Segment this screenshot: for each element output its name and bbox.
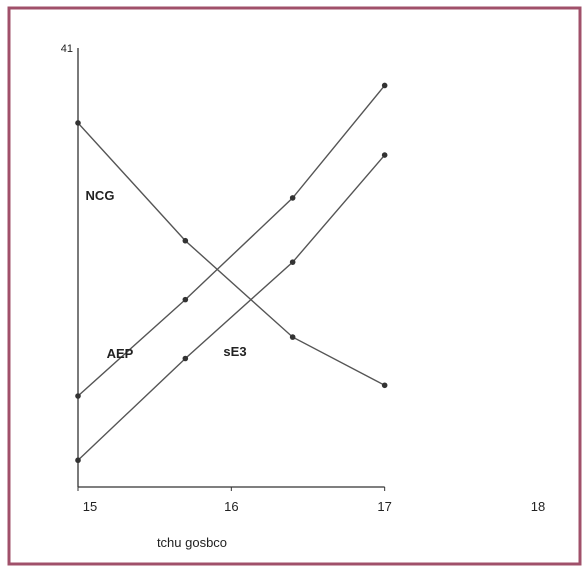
data-point	[381, 82, 388, 89]
data-point	[289, 334, 296, 340]
ticks-layer: 15 16 17 18 41	[61, 43, 545, 514]
series-label: AEP	[107, 346, 134, 361]
data-point	[381, 152, 388, 158]
x-tick-label: 16	[224, 499, 238, 514]
x-axis-label: tchu gosbco	[157, 535, 227, 550]
data-point	[289, 195, 296, 201]
series-layer: NCG AEP sE3	[75, 82, 388, 464]
data-point	[75, 120, 81, 126]
x-tick-label: 18	[531, 499, 545, 514]
frame-border	[7, 6, 582, 566]
data-point	[182, 237, 189, 244]
data-point	[75, 393, 81, 399]
series-line	[77, 122, 385, 386]
series-ncg: NCG	[75, 120, 388, 389]
series-label: sE3	[223, 344, 246, 359]
series-se3: sE3	[75, 152, 388, 464]
data-point	[75, 457, 81, 464]
series-aep: AEP	[75, 82, 388, 399]
y-tick-label: 41	[61, 43, 73, 55]
data-point	[182, 296, 189, 303]
x-tick-label: 15	[83, 499, 97, 514]
data-point	[289, 259, 296, 265]
data-point	[381, 382, 388, 389]
series-line	[77, 85, 386, 397]
x-tick-label: 17	[377, 499, 391, 514]
data-point	[182, 355, 189, 362]
series-line	[77, 154, 386, 461]
series-label: NCG	[86, 188, 115, 203]
